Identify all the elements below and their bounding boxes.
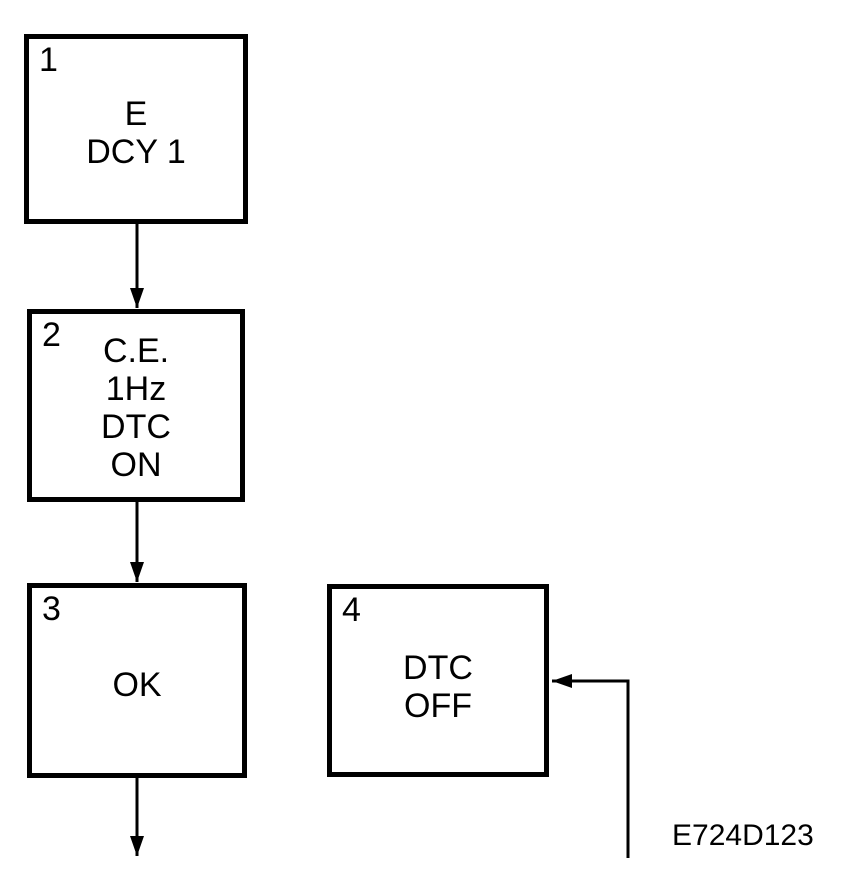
step-number: 3 (42, 590, 61, 628)
step-text-line: DTC (101, 408, 171, 446)
step-text-line: OK (112, 666, 162, 704)
step-number: 2 (42, 316, 61, 354)
figure-code: E724D123 (672, 819, 814, 852)
step-text: OK (32, 666, 242, 704)
step-text: E DCY 1 (29, 95, 243, 171)
step-box-2: 2 C.E. 1Hz DTC ON (27, 309, 245, 502)
arrow-into-4 (552, 674, 630, 858)
step-box-1: 1 E DCY 1 (24, 34, 248, 224)
step-text-line: ON (110, 446, 162, 484)
step-number: 1 (39, 41, 58, 79)
step-text-line: 1Hz (105, 370, 167, 408)
step-box-3: 3 OK (27, 583, 247, 778)
step-text-line: OFF (404, 687, 472, 725)
step-text-line: C.E. (102, 332, 170, 370)
step-text: DTC OFF (332, 649, 544, 725)
step-text-line: E (124, 95, 148, 133)
step-text-line: DTC (403, 649, 473, 687)
step-text: C.E. 1Hz DTC ON (32, 332, 240, 484)
step-text-line: DCY 1 (86, 133, 186, 171)
step-number: 4 (342, 591, 361, 629)
step-box-4: 4 DTC OFF (327, 584, 549, 777)
